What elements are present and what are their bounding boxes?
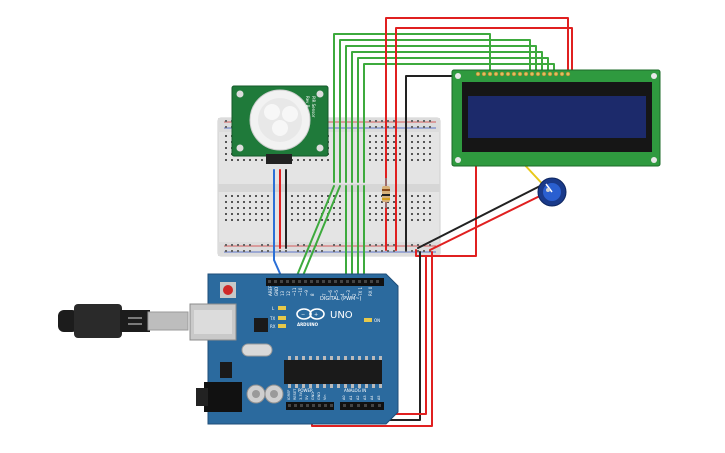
power-pin-label: GND [317, 392, 321, 400]
digital-label: DIGITAL (PWM~) [320, 296, 362, 302]
analog-pin-label: A0 [342, 395, 346, 400]
arduino-brand: ARDUINO [297, 322, 319, 327]
arduino-model: UNO [330, 310, 353, 321]
pin-tx-label: TX 1 [358, 287, 363, 297]
lcd-display [451, 69, 661, 167]
pin-10-label: ~10 [298, 287, 303, 296]
power-pin-label: IOREF [287, 390, 291, 400]
pin-aref-label: AREF [268, 285, 273, 296]
resistor [382, 178, 390, 208]
led-rx-label: RX [270, 324, 276, 329]
potentiometer [537, 177, 567, 207]
power-pin-label: 3.3V [299, 391, 303, 400]
power-pin-label: 5V [305, 395, 309, 400]
pin-3-label: ~3 [346, 290, 351, 296]
pin-rx-label: RX 0 [368, 286, 373, 296]
led-tx-label: TX [269, 316, 275, 321]
pin-4-label: 4 [340, 293, 345, 296]
led-l-label: L [272, 306, 275, 311]
pin-11-label: ~11 [292, 287, 297, 296]
pir-sensor: PIR Sensor Rev B [231, 85, 329, 164]
pin-2-label: 2 [352, 293, 357, 296]
pin-7-label: 7 [322, 293, 327, 296]
svg-text:−: − [301, 312, 305, 318]
analog-pin-label: A1 [349, 395, 353, 400]
pin-gnd-label: GND [274, 287, 279, 296]
pin-12-label: 12 [286, 290, 291, 296]
analog-pin-label: A3 [363, 395, 367, 400]
power-header[interactable] [286, 402, 334, 410]
power-label: POWER [298, 388, 313, 393]
usb-cable-icon [58, 304, 189, 338]
pin-8-label: 8 [310, 293, 315, 296]
pin-9-label: ~9 [304, 290, 309, 296]
pir-rev: Rev B [305, 96, 310, 108]
analog-pin-label: A4 [370, 395, 374, 400]
infinity-logo-icon: − + [296, 308, 325, 320]
pin-6-label: ~6 [328, 290, 333, 296]
power-pin-label: RESET [293, 388, 297, 400]
header-pin-holes [268, 280, 381, 407]
pin-5-label: ~5 [334, 290, 339, 296]
pin-13-label: 13 [280, 290, 285, 296]
analog-pin-label: A5 [377, 395, 381, 400]
status-leds: L TX RX ON [269, 306, 380, 329]
lcd-pin-header [475, 71, 571, 77]
wires [273, 17, 573, 427]
power-pin-label: GND [311, 392, 315, 400]
svg-text:+: + [314, 312, 318, 318]
digital-pin-labels: AREF GND 13 12 ~11 ~10 ~9 8 7 ~6 ~5 4 ~3… [268, 285, 373, 297]
led-on-label: ON [374, 318, 380, 323]
atmega-chip-pins [288, 356, 382, 388]
pir-title: PIR Sensor [311, 96, 316, 118]
analog-pin-label: A2 [356, 395, 360, 400]
analog-label: ANALOG IN [344, 388, 366, 393]
power-pin-label: Vin [323, 394, 327, 400]
analog-header[interactable] [340, 402, 384, 410]
arduino-uno: AREF GND 13 12 ~11 ~10 ~9 8 7 ~6 ~5 4 ~3… [189, 273, 399, 425]
